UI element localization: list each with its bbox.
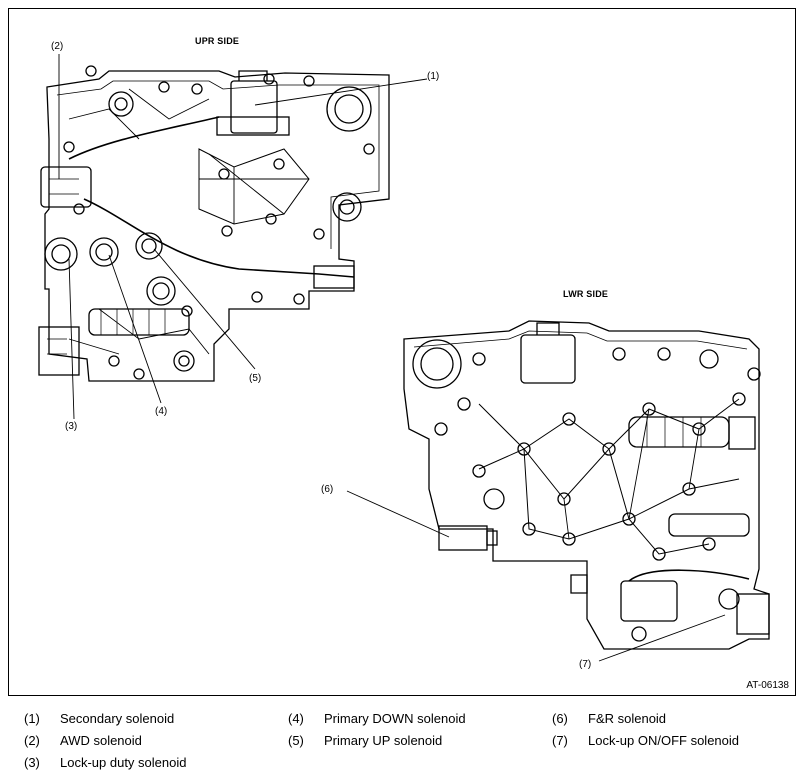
upper-side-label: UPR SIDE	[195, 36, 240, 46]
legend-number: (6)	[552, 711, 568, 726]
legend-item: (1) Secondary solenoid	[24, 711, 174, 726]
legend-number: (5)	[288, 733, 304, 748]
legend-number: (2)	[24, 733, 40, 748]
legend-item: (7) Lock-up ON/OFF solenoid	[552, 733, 739, 748]
legend-text: Lock-up ON/OFF solenoid	[588, 733, 740, 748]
legend-text: AWD solenoid	[60, 733, 142, 748]
lower-side-label: LWR SIDE	[563, 289, 609, 299]
callout-5: (5)	[249, 373, 262, 384]
leader-lines	[58, 54, 726, 662]
valve-body-drawing	[38, 54, 770, 662]
legend-text: F&R solenoid	[588, 711, 667, 726]
legend-number: (4)	[288, 711, 304, 726]
legend-item: (2) AWD solenoid	[24, 733, 142, 748]
legend-item: (5) Primary UP solenoid	[288, 733, 442, 748]
legend-text: Secondary solenoid	[60, 711, 175, 726]
callout-6: (6)	[321, 484, 334, 495]
upper-valve-body	[38, 65, 390, 382]
legend-number: (3)	[24, 755, 40, 770]
legend: (1) Secondary solenoid (2) AWD solenoid (3…	[0, 711, 804, 777]
legend-number: (1)	[24, 711, 40, 726]
diagram-frame: UPR SIDE LWR SIDE (2) (1) (3) (4) (5) (6…	[8, 8, 796, 696]
callout-2: (2)	[51, 41, 64, 52]
callout-3: (3)	[65, 421, 78, 432]
legend-item: (4) Primary DOWN solenoid	[288, 711, 466, 726]
legend-text: Primary DOWN solenoid	[324, 711, 466, 726]
legend-item: (3) Lock-up duty solenoid	[24, 755, 186, 770]
legend-number: (7)	[552, 733, 568, 748]
legend-item: (6) F&R solenoid	[552, 711, 666, 726]
legend-text: Lock-up duty solenoid	[60, 755, 187, 770]
callout-4: (4)	[155, 406, 168, 417]
legend-text: Primary UP solenoid	[324, 733, 443, 748]
callout-1: (1)	[427, 71, 440, 82]
lower-valve-body	[403, 320, 770, 650]
callout-7: (7)	[579, 659, 592, 670]
figure-code: AT-06138	[746, 680, 789, 691]
